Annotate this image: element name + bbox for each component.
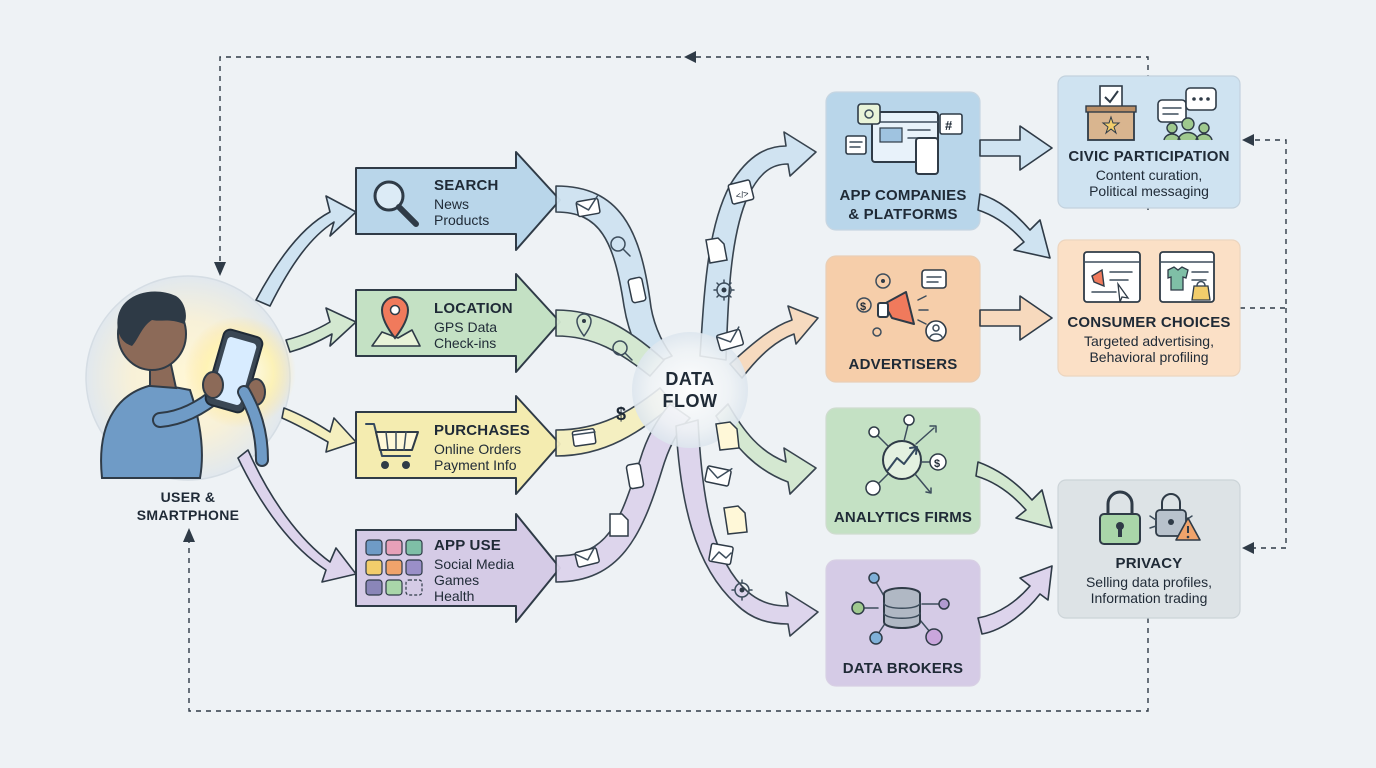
input-title-purchases: PURCHASES [434, 422, 530, 439]
envelope-icon-3 [715, 326, 745, 352]
recipient-analytics: $ ANALYTICS FIRMS [825, 407, 981, 535]
shopping-cart-icon [365, 423, 419, 469]
data-flow-hub: DATA FLOW [632, 332, 748, 448]
svg-text:$: $ [616, 404, 626, 424]
padlock-icon [1099, 490, 1141, 545]
floating-data-icons: $ </> [571, 179, 755, 601]
recipient-title-app-line1: APP COMPANIES [839, 187, 966, 204]
code-window-icon: </> [727, 179, 755, 205]
database-network-icon [851, 572, 950, 646]
outcome-title-privacy: PRIVACY [1116, 555, 1183, 572]
envelope-icon [575, 195, 601, 218]
feedback-loop-right [1240, 134, 1287, 554]
data-flow-label-line1: DATA [665, 369, 714, 389]
user-node [85, 275, 296, 481]
svg-text:$: $ [934, 458, 940, 470]
outcome-civic: CIVIC PARTICIPATION Content curation, Po… [1057, 75, 1241, 209]
recipient-data-brokers: DATA BROKERS [825, 559, 981, 687]
bug-lock-warning-icon [1149, 493, 1201, 541]
input-item-gps: GPS Data [434, 319, 497, 335]
user-label-line1: USER & [161, 489, 216, 505]
gear-icon [713, 279, 735, 301]
document-icon [609, 513, 629, 537]
input-item-health: Health [434, 588, 474, 604]
outcome-desc-privacy-line2: Information trading [1091, 590, 1208, 606]
user-label-line2: SMARTPHONE [137, 507, 240, 523]
user-to-inputs-arrows [237, 195, 357, 583]
input-item-orders: Online Orders [434, 441, 521, 457]
recipient-to-outcome-arrows [975, 125, 1053, 635]
outcome-title-consumer: CONSUMER CHOICES [1067, 314, 1230, 331]
recipient-advertisers: $ ADVERTISERS [825, 255, 981, 383]
dollar-icon: $ [616, 404, 626, 424]
shop-browser-icon [1159, 251, 1215, 303]
input-title-location: LOCATION [434, 300, 513, 317]
outcome-privacy: PRIVACY Selling data profiles, Informati… [1057, 479, 1241, 619]
megaphone-icon: $ [856, 269, 947, 342]
gear-icon-2 [731, 579, 753, 601]
outcome-desc-civic-line2: Political messaging [1089, 183, 1209, 199]
feedback-loop-top [214, 51, 1149, 276]
input-title-search: SEARCH [434, 177, 499, 194]
pin-icon [576, 313, 592, 337]
platform-screens-icon: # [845, 103, 963, 175]
input-arrow-app-use: APP USE Social Media Games Health [355, 513, 561, 623]
input-item-news: News [434, 196, 469, 212]
envelope-icon-4 [704, 465, 733, 487]
document-icon-3 [715, 421, 740, 451]
input-title-app-use: APP USE [434, 537, 501, 554]
network-growth-icon: $ [865, 414, 947, 496]
recipient-title-advertisers: ADVERTISERS [849, 356, 958, 373]
data-flow-label-line2: FLOW [663, 391, 718, 411]
image-icon [708, 542, 734, 566]
search-icon-2 [612, 340, 633, 361]
outcome-desc-consumer-line2: Behavioral profiling [1089, 349, 1208, 365]
search-icon [610, 236, 631, 257]
svg-text:</>: </> [735, 188, 750, 201]
app-grid-icon [365, 539, 423, 596]
input-item-social: Social Media [434, 556, 514, 572]
outcome-title-civic: CIVIC PARTICIPATION [1068, 148, 1229, 165]
feedback-loop-bottom [183, 528, 1149, 712]
recipient-title-analytics: ANALYTICS FIRMS [834, 509, 972, 526]
map-pin-icon [371, 296, 421, 347]
input-item-games: Games [434, 572, 479, 588]
outcome-desc-civic-line1: Content curation, [1096, 167, 1203, 183]
document-icon-2 [705, 237, 728, 264]
input-item-checkins: Check-ins [434, 335, 496, 351]
recipient-app-companies: # APP COMPANIES & PLATFORMS [825, 91, 981, 231]
outcome-consumer: CONSUMER CHOICES Targeted advertising, B… [1057, 239, 1241, 377]
ad-browser-icon [1083, 251, 1141, 303]
community-chat-icon [1157, 87, 1217, 141]
svg-text:$: $ [860, 301, 866, 313]
envelope-icon-2 [574, 544, 600, 568]
document-icon-4 [723, 505, 748, 535]
svg-text:#: # [945, 118, 953, 133]
phone-icon-2 [625, 462, 645, 490]
recipient-title-app-line2: & PLATFORMS [848, 206, 957, 223]
card-icon [571, 428, 597, 447]
input-arrow-search: SEARCH News Products [355, 151, 561, 251]
phone-icon [627, 276, 647, 304]
input-item-products: Products [434, 212, 489, 228]
ballot-box-icon [1085, 85, 1137, 141]
input-arrow-purchases: PURCHASES Online Orders Payment Info [355, 395, 561, 495]
input-arrow-location: LOCATION GPS Data Check-ins [355, 273, 561, 373]
recipient-title-brokers: DATA BROKERS [843, 660, 963, 677]
outcome-desc-consumer-line1: Targeted advertising, [1084, 333, 1214, 349]
input-item-payment: Payment Info [434, 457, 517, 473]
outcome-desc-privacy-line1: Selling data profiles, [1086, 574, 1212, 590]
magnifier-icon [373, 180, 419, 227]
